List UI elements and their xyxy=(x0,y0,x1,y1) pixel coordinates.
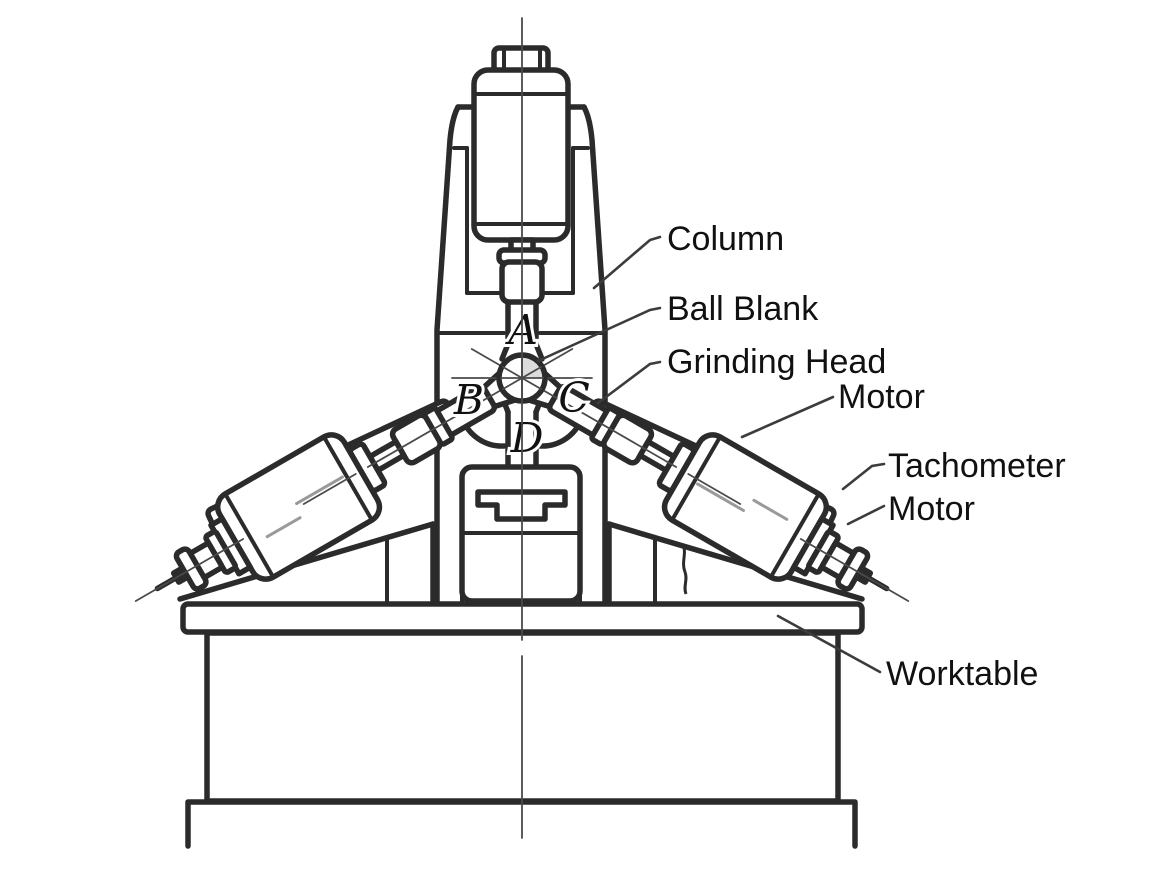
worktable-label: Worktable xyxy=(886,655,1038,693)
column-label: Column xyxy=(667,220,784,258)
tachometer-label-line1: Tachometer xyxy=(888,447,1066,485)
point-label-c: C xyxy=(558,374,589,422)
top-drive-assembly xyxy=(471,45,571,362)
grinding-head-leader xyxy=(596,360,662,405)
grinding-head-label-line2: Motor xyxy=(838,378,925,416)
right-mount-wedge xyxy=(606,521,865,604)
tachometer-leader-1 xyxy=(841,462,886,491)
wedge-crack-line xyxy=(681,543,688,595)
column-leader xyxy=(592,235,662,290)
grinding-head-motor-leader xyxy=(740,395,835,439)
ball-blank-leader xyxy=(536,306,662,363)
ball-shading xyxy=(522,355,545,378)
right-grinding-assembly xyxy=(470,348,910,602)
tachometer-leader-2 xyxy=(846,504,886,526)
callout-labels: Column Ball Blank Grinding Head Motor Ta… xyxy=(667,220,1066,693)
leader-lines xyxy=(536,235,886,674)
left-grinding-assembly xyxy=(134,348,574,602)
worktable-leader xyxy=(776,614,882,674)
grinding-head-label-line1: Grinding Head xyxy=(667,343,886,381)
tachometer-label-line2: Motor xyxy=(888,490,975,528)
ball-blank-label: Ball Blank xyxy=(667,290,819,328)
point-label-d: D xyxy=(510,414,544,462)
point-label-b: B xyxy=(453,376,484,424)
contact-point-labels: A B C D xyxy=(450,303,593,465)
left-mount-wedge xyxy=(177,521,436,604)
point-label-a: A xyxy=(504,306,538,354)
